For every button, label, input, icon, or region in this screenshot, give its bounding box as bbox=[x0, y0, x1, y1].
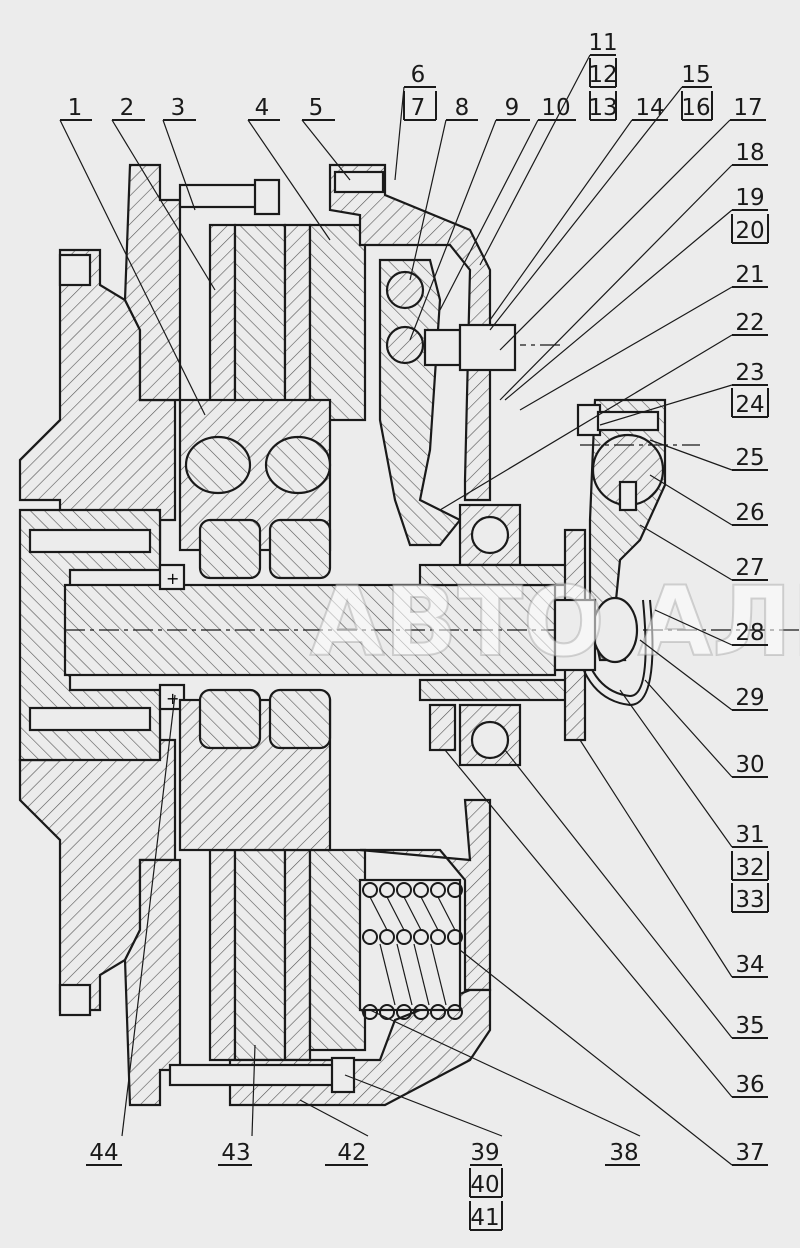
callout-label-17: 17 bbox=[733, 95, 762, 121]
callout-label-7: 7 bbox=[411, 95, 426, 121]
leader-line-42 bbox=[299, 1099, 369, 1137]
callout-label-8: 8 bbox=[455, 95, 470, 121]
callout-label-16: 16 bbox=[681, 95, 710, 121]
callout-label-35: 35 bbox=[735, 1013, 764, 1039]
callout-label-19: 19 bbox=[735, 185, 764, 211]
leader-line-8 bbox=[409, 119, 447, 281]
callout-label-28: 28 bbox=[735, 620, 764, 646]
pressure-springs bbox=[358, 878, 463, 1020]
clutch-discs-lower bbox=[178, 688, 367, 1062]
callout-label-44: 44 bbox=[89, 1140, 118, 1166]
callout-label-4: 4 bbox=[255, 95, 270, 121]
leader-line-19 bbox=[504, 209, 733, 401]
callout-label-38: 38 bbox=[609, 1140, 638, 1166]
leader-line-28 bbox=[654, 609, 733, 646]
callout-label-18: 18 bbox=[735, 140, 764, 166]
callout-label-24: 24 bbox=[735, 392, 764, 418]
callout-label-27: 27 bbox=[735, 555, 764, 581]
main-shaft: + + bbox=[63, 563, 800, 711]
callout-label-6: 6 bbox=[411, 62, 426, 88]
release-bearing bbox=[418, 503, 587, 767]
svg-text:+: + bbox=[166, 569, 179, 588]
leader-line-36 bbox=[444, 749, 733, 1098]
callout-label-20: 20 bbox=[735, 218, 764, 244]
svg-text:+: + bbox=[166, 689, 179, 708]
release-lever bbox=[378, 258, 517, 547]
leader-line-26 bbox=[649, 474, 733, 526]
callout-label-14: 14 bbox=[635, 95, 664, 121]
callout-label-41: 41 bbox=[470, 1205, 499, 1231]
leader-line-11 bbox=[479, 54, 591, 266]
leader-line-22 bbox=[439, 334, 733, 511]
leader-line-6 bbox=[394, 86, 405, 181]
callout-label-25: 25 bbox=[735, 445, 764, 471]
leader-line-18 bbox=[499, 164, 733, 401]
leader-line-27 bbox=[639, 524, 733, 581]
leader-line-29 bbox=[639, 639, 733, 711]
release-fork bbox=[553, 398, 667, 707]
watermark: АВТО АЛЬЯНС bbox=[310, 566, 800, 678]
callout-label-34: 34 bbox=[735, 952, 764, 978]
callout-label-33: 33 bbox=[735, 887, 764, 913]
leader-line-15 bbox=[489, 86, 683, 331]
flywheel-housing bbox=[18, 163, 182, 1107]
callout-label-32: 32 bbox=[735, 855, 764, 881]
leader-line-4 bbox=[247, 119, 331, 241]
leader-lines bbox=[59, 54, 769, 1231]
leader-line-31 bbox=[619, 689, 733, 848]
callout-label-29: 29 bbox=[735, 685, 764, 711]
callout-label-26: 26 bbox=[735, 500, 764, 526]
callout-label-37: 37 bbox=[735, 1140, 764, 1166]
callout-label-42: 42 bbox=[337, 1140, 366, 1166]
leader-line-37 bbox=[459, 949, 733, 1166]
callout-label-30: 30 bbox=[735, 752, 764, 778]
leader-line-21 bbox=[519, 286, 733, 411]
callout-label-10: 10 bbox=[541, 95, 570, 121]
leader-line-14 bbox=[489, 119, 633, 321]
callout-label-40: 40 bbox=[470, 1172, 499, 1198]
callout-label-43: 43 bbox=[221, 1140, 250, 1166]
callout-label-23: 23 bbox=[735, 360, 764, 386]
leader-line-38 bbox=[369, 1009, 641, 1137]
callout-label-13: 13 bbox=[588, 95, 617, 121]
leader-line-3 bbox=[162, 119, 196, 211]
callout-label-21: 21 bbox=[735, 262, 764, 288]
leader-line-23 bbox=[599, 384, 733, 426]
leader-line-44 bbox=[121, 694, 176, 1137]
leader-line-1 bbox=[59, 119, 206, 416]
leader-line-2 bbox=[111, 119, 216, 291]
callout-label-22: 22 bbox=[735, 310, 764, 336]
leader-line-5 bbox=[301, 119, 351, 181]
callout-label-9: 9 bbox=[505, 95, 520, 121]
callout-label-2: 2 bbox=[120, 95, 135, 121]
callout-label-11: 11 bbox=[588, 30, 617, 56]
callout-label-1: 1 bbox=[68, 95, 83, 121]
callout-label-12: 12 bbox=[588, 62, 617, 88]
leader-line-10 bbox=[439, 119, 539, 311]
leader-line-30 bbox=[644, 679, 733, 778]
callout-label-5: 5 bbox=[309, 95, 324, 121]
callout-label-36: 36 bbox=[735, 1072, 764, 1098]
leader-line-9 bbox=[409, 119, 497, 341]
callout-label-3: 3 bbox=[171, 95, 186, 121]
crankshaft-flange bbox=[18, 253, 162, 1017]
callout-label-15: 15 bbox=[681, 62, 710, 88]
clutch-discs-upper bbox=[178, 223, 367, 580]
callout-label-39: 39 bbox=[470, 1140, 499, 1166]
leader-line-17 bbox=[499, 119, 731, 351]
leader-line-25 bbox=[649, 439, 733, 471]
callout-label-31: 31 bbox=[735, 822, 764, 848]
leader-line-39 bbox=[344, 1074, 503, 1137]
leader-line-43 bbox=[251, 1044, 256, 1137]
leader-line-35 bbox=[504, 749, 733, 1039]
leader-line-34 bbox=[579, 739, 733, 978]
